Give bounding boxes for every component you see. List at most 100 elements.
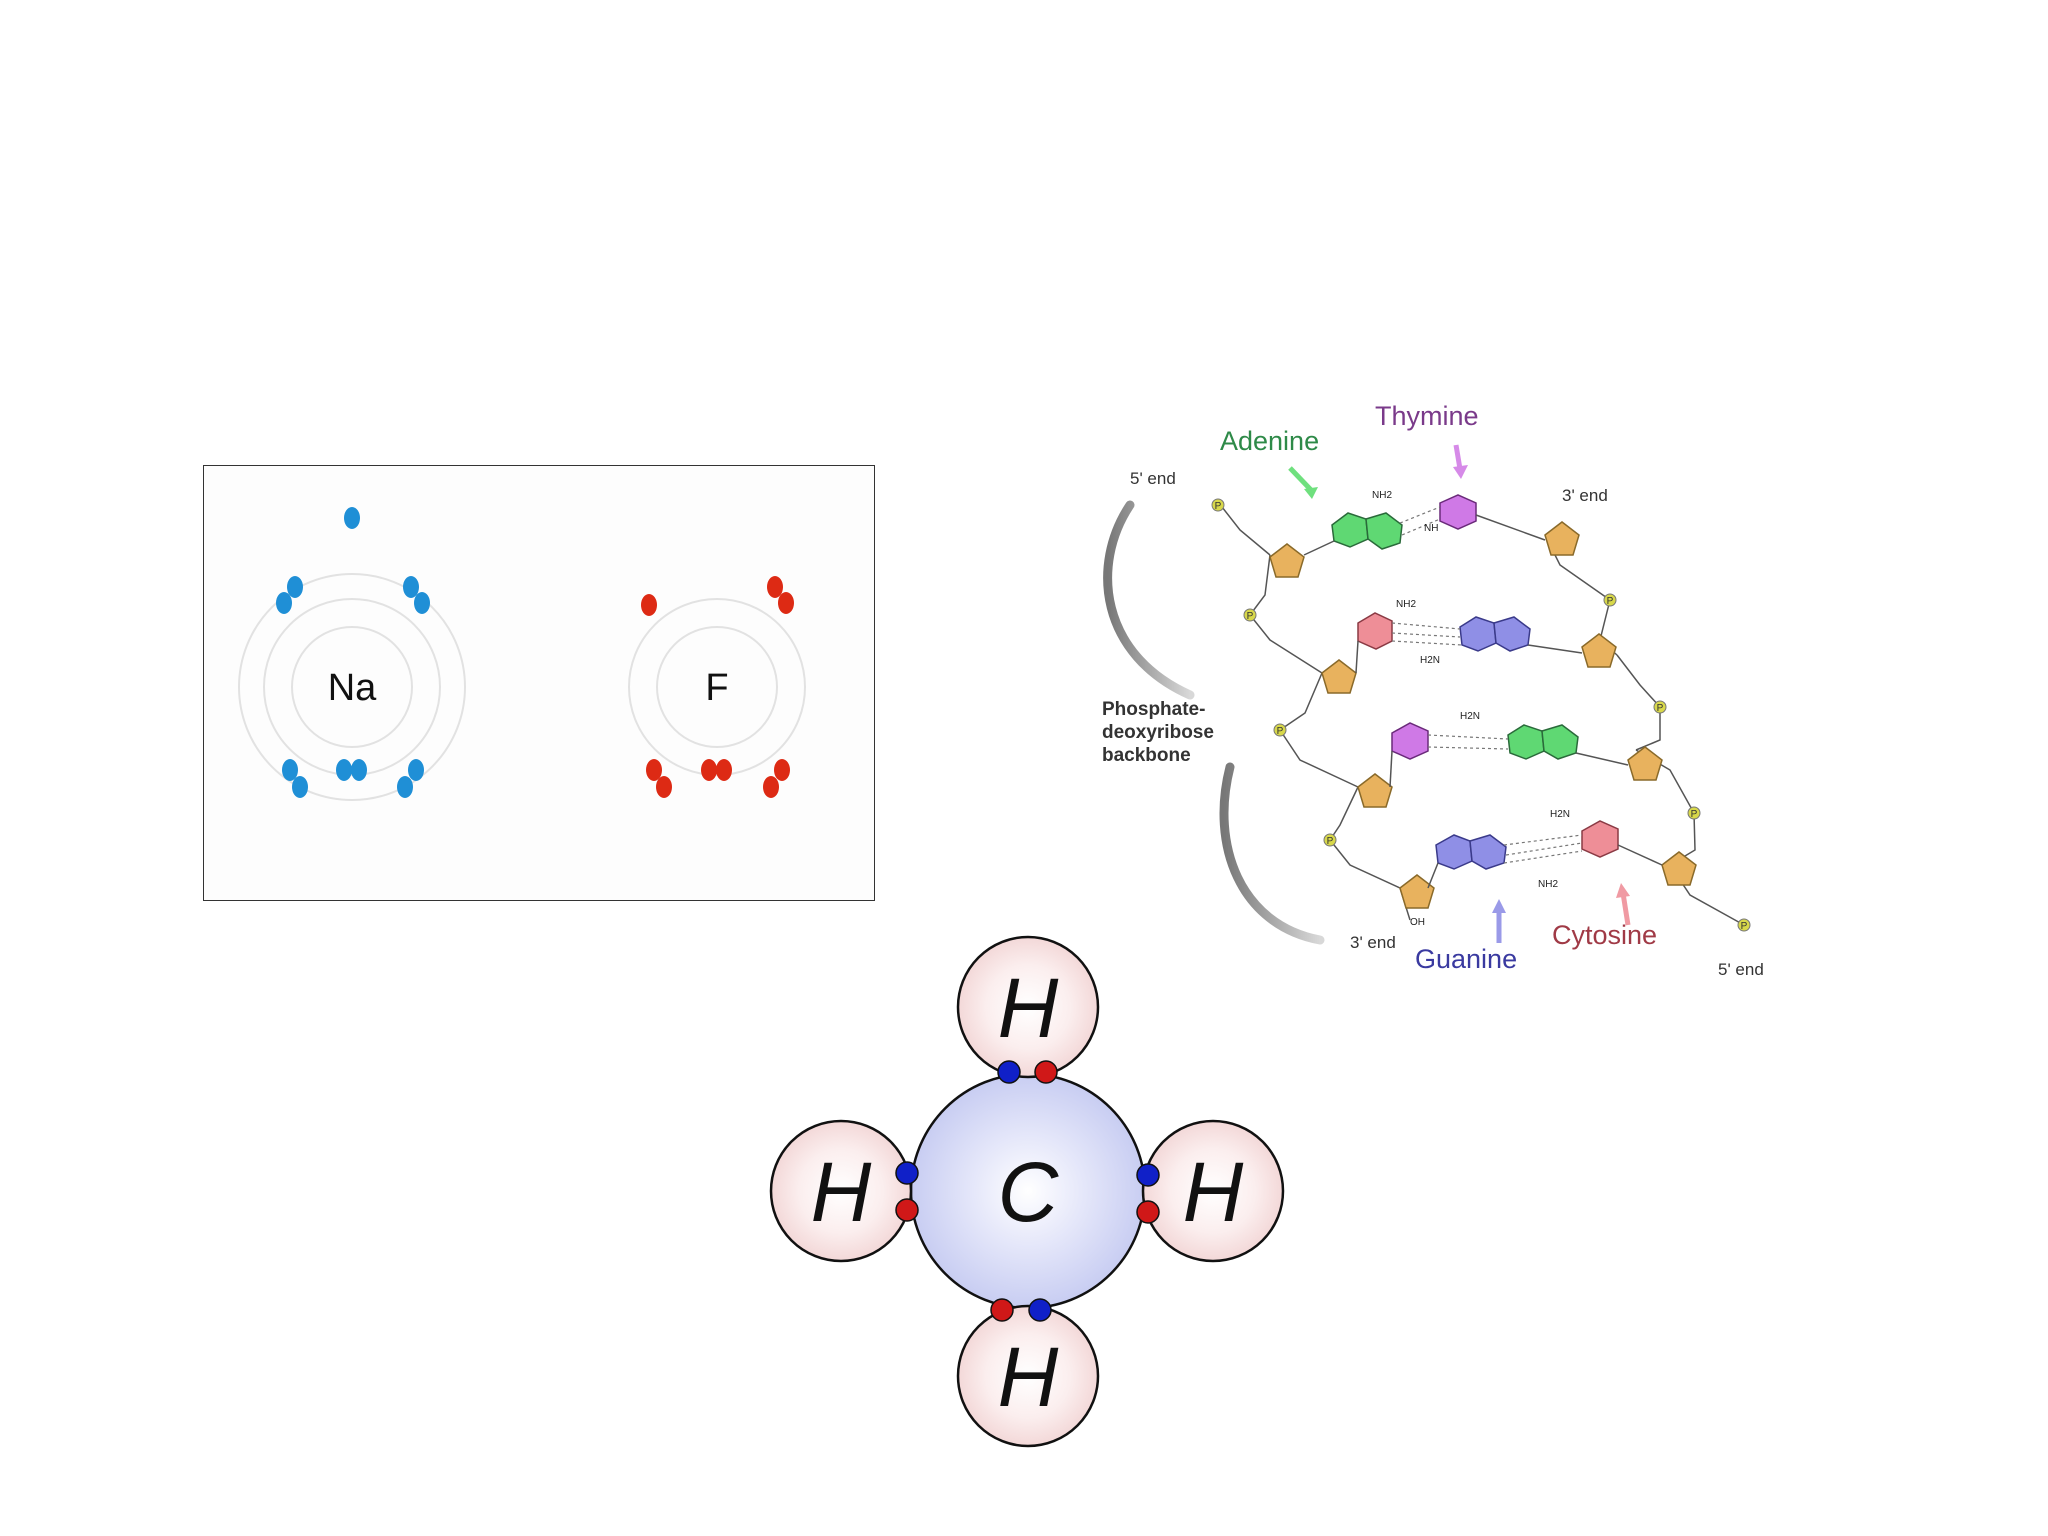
sodium-inner-shell — [291, 626, 413, 748]
backbone-label-line3: backbone — [1102, 745, 1191, 766]
fluorine-electron — [774, 759, 790, 781]
cytosine-base — [1581, 820, 1619, 858]
sodium-symbol: Na — [328, 667, 377, 709]
phosphate: P — [1243, 608, 1257, 622]
guanine-base — [1435, 834, 1473, 870]
hydrogen-bond — [1391, 640, 1463, 646]
phosphate: P — [1603, 593, 1617, 607]
sodium-electron — [351, 759, 367, 781]
amine-label: H2N — [1550, 809, 1570, 820]
fluorine-electron — [778, 592, 794, 614]
fluorine-electron — [656, 776, 672, 798]
sodium-electron — [292, 776, 308, 798]
amine-label: NH2 — [1396, 599, 1416, 610]
five-prime-end-bottom-label: 5' end — [1718, 960, 1764, 979]
fluorine-atom: F — [628, 576, 806, 798]
imine-label: NH — [1424, 523, 1438, 534]
fluorine-electron — [763, 776, 779, 798]
sodium-electron — [336, 759, 352, 781]
glycosidic-bond — [1575, 752, 1629, 766]
adenine-arrow — [1288, 466, 1314, 493]
sugar — [1269, 543, 1305, 578]
base-pair-thymine-adenine: H2N — [1389, 711, 1629, 788]
adenine-arrow-head — [1304, 487, 1318, 499]
sodium-electron — [287, 576, 303, 598]
guanine-arrow-head — [1492, 899, 1506, 913]
ionic-bond-diagram: Na F — [203, 465, 875, 901]
hydrogen-symbol-bottom: H — [998, 1330, 1059, 1424]
five-prime-end-top-label: 5' end — [1130, 469, 1176, 488]
backbone-bracket-top — [1103, 500, 1195, 700]
glycosidic-bond — [1527, 644, 1583, 654]
fluorine-symbol: F — [705, 667, 728, 709]
hydrogen-bond — [1401, 518, 1441, 536]
sodium-electrons — [276, 507, 430, 798]
hydrogen-electron — [895, 1198, 919, 1222]
sodium-electron — [282, 759, 298, 781]
carbon-electron — [1136, 1163, 1160, 1187]
phosphate-label: P — [1657, 703, 1664, 714]
thymine-base — [1391, 722, 1429, 760]
phosphate: P — [1323, 833, 1337, 847]
sugar — [1321, 659, 1357, 694]
amine-label: H2N — [1460, 711, 1480, 722]
fluorine-electron — [641, 594, 657, 616]
carbon-electron — [1028, 1298, 1052, 1322]
hydrogen-bond — [1503, 850, 1583, 864]
fluorine-electron — [701, 759, 717, 781]
cytosine-base — [1357, 612, 1393, 650]
sodium-electron — [276, 592, 292, 614]
phosphate-label: P — [1277, 726, 1284, 737]
cytosine-arrow — [1620, 892, 1631, 926]
glycosidic-bond — [1389, 750, 1393, 788]
phosphate-label: P — [1607, 596, 1614, 607]
amine-label: H2N — [1420, 655, 1440, 666]
sugars — [1269, 521, 1697, 909]
dna-structure-diagram: P P P P P P P P NH2 NH — [1102, 401, 1764, 979]
hydrogen-atom-left — [769, 1119, 913, 1263]
adenine-base — [1331, 512, 1369, 548]
hydrogen-symbol-right: H — [1183, 1145, 1244, 1239]
hydrogen-atom-right — [1141, 1119, 1285, 1263]
sodium-valence-electron — [344, 507, 360, 529]
fluorine-inner-shell — [656, 626, 778, 748]
sugar — [1544, 521, 1580, 556]
sodium-electron — [408, 759, 424, 781]
shared-electron-pairs — [895, 1060, 1160, 1322]
phosphates: P P P P P P P P — [1211, 498, 1751, 932]
sodium-outer-shell — [238, 573, 466, 801]
adenine-base — [1365, 512, 1403, 550]
guanine-base — [1469, 834, 1507, 870]
hydrogen-symbol-left: H — [811, 1145, 872, 1239]
guanine-label: Guanine — [1415, 944, 1517, 974]
phosphate: P — [1653, 700, 1667, 714]
phosphate-label: P — [1691, 809, 1698, 820]
sodium-electron — [397, 776, 413, 798]
hydrogen-bond — [1427, 734, 1509, 740]
phosphate-label: P — [1247, 611, 1254, 622]
hydrogen-bond — [1503, 834, 1583, 846]
hydrogen-bond — [1399, 506, 1441, 524]
glycosidic-bond — [1617, 844, 1663, 866]
cytosine-label: Cytosine — [1552, 920, 1657, 950]
sodium-electron — [414, 592, 430, 614]
fluorine-electron — [716, 759, 732, 781]
fluorine-electron — [646, 759, 662, 781]
hydrogen-electron — [1034, 1060, 1058, 1084]
phosphate-label: P — [1327, 836, 1334, 847]
phosphate-label: P — [1741, 921, 1748, 932]
hydrogen-symbol-top: H — [998, 961, 1059, 1055]
phosphate: P — [1687, 806, 1701, 820]
glycosidic-bond — [1355, 640, 1359, 674]
hydrogen-electron — [1136, 1200, 1160, 1224]
adenine-base — [1507, 724, 1545, 760]
left-backbone-chain — [1221, 506, 1411, 921]
sugar — [1399, 874, 1435, 909]
phosphate: P — [1211, 498, 1225, 512]
thymine-arrow — [1453, 444, 1463, 470]
base-pair-cytosine-guanine: NH2 H2N — [1355, 599, 1583, 674]
guanine-base — [1459, 616, 1497, 652]
base-pair-guanine-cytosine: H2N NH2 OH — [1410, 809, 1663, 928]
phosphate: P — [1737, 918, 1751, 932]
hydrogen-bond — [1391, 622, 1461, 630]
